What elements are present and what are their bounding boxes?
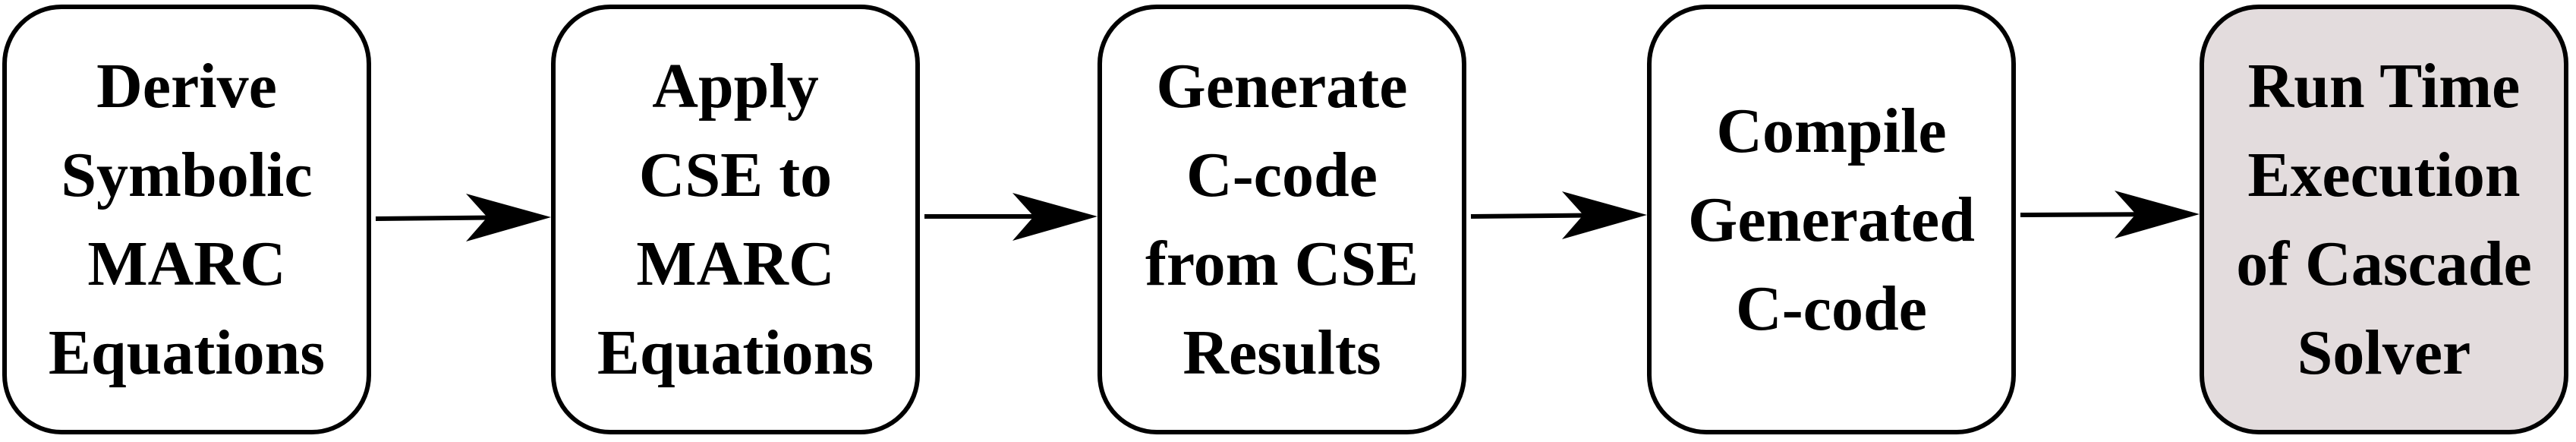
step-derive-symbolic-marc-equations: Derive Symbolic MARC Equations xyxy=(2,5,371,434)
step-label: Derive Symbolic MARC Equations xyxy=(48,51,326,388)
step-label: Compile Generated C-code xyxy=(1688,95,1975,344)
step-label: Run Time Execution of Cascade Solver xyxy=(2236,51,2532,388)
arrow-2-to-3 xyxy=(924,193,1097,241)
arrow-1-to-2 xyxy=(375,194,551,242)
step-label: Apply CSE to MARC Equations xyxy=(597,51,874,388)
step-compile-generated-c-code: Compile Generated C-code xyxy=(1647,5,2016,434)
step-generate-c-code: Generate C-code from CSE Results xyxy=(1097,5,1466,434)
step-label: Generate C-code from CSE Results xyxy=(1145,51,1419,388)
step-apply-cse: Apply CSE to MARC Equations xyxy=(551,5,920,434)
step-run-time-execution: Run Time Execution of Cascade Solver xyxy=(2200,5,2568,434)
arrow-4-to-5 xyxy=(2020,191,2200,238)
arrow-3-to-4 xyxy=(1470,191,1647,239)
